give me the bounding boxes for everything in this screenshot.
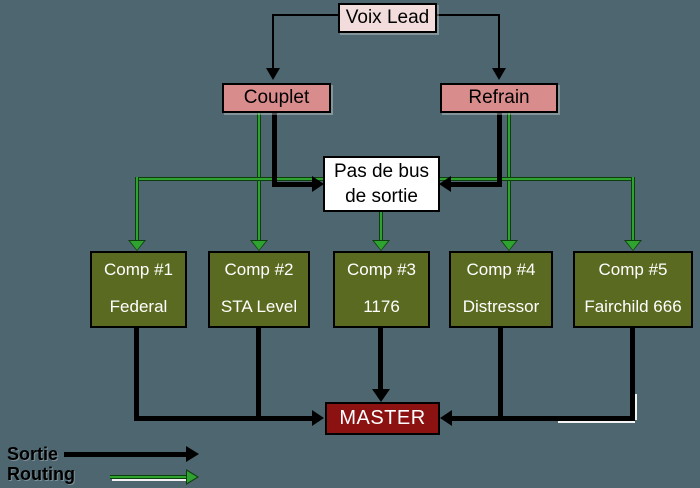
sortie-arrowhead-bus-right [439,176,451,192]
node-comp5: Comp #5 Fairchild 666 [573,251,693,328]
sortie-line-refrain-v [497,111,502,187]
routing-arrowhead-comp2-core [252,241,266,250]
node-voix-lead: Voix Lead [338,3,437,33]
routing-line-left-branch [135,177,323,181]
white-artifact-v [635,394,637,420]
comp1-title: Comp #1 [104,260,173,279]
node-comp1: Comp #1 Federal [90,251,187,328]
legend-routing-arrowhead-core [187,471,197,483]
comp1-name: Federal [109,297,168,316]
comp4-name: Distressor [462,297,540,316]
legend-sortie-label: Sortie [7,444,59,464]
node-comp2: Comp #2 STA Level [208,251,310,328]
white-artifact-h [558,421,635,423]
node-comp4: Comp #4 Distressor [449,251,553,328]
sortie-arrowhead-refrain [492,68,506,80]
node-refrain: Refrain [440,83,558,113]
comp3-title: Comp #3 [347,260,416,279]
sortie-line-voix-right-h [436,14,500,16]
com3-name: 1176 [363,297,400,316]
sortie-line-couplet-h [272,182,313,187]
sortie-line-couplet-v [272,111,277,187]
sortie-line-comp5-v [630,326,635,418]
node-couplet: Couplet [222,83,331,113]
node-comp3: Comp #3 1176 [333,251,430,328]
legend-routing-line [110,475,188,479]
voix-lead-label: Voix Lead [345,7,430,28]
sortie-line-comp2-v [256,326,261,418]
routing-line-to-comp5 [631,177,635,242]
sortie-line-voix-right-v [498,14,500,69]
sortie-arrowhead-master-right [440,410,452,426]
sortie-line-master-right-h [451,416,635,421]
sortie-line-master-left-h [134,416,313,421]
legend-routing-white-artifact [112,479,188,481]
comp5-title: Comp #5 [598,260,668,279]
sortie-line-voix-left-h [272,14,339,16]
comp2-title: Comp #2 [224,260,294,279]
bus-label-line2: de sortie [345,186,418,207]
comp4-title: Comp #4 [466,260,536,279]
sortie-arrowhead-bus-left [312,176,324,192]
routing-arrowhead-comp4-core [502,241,516,250]
bus-label-line1: Pas de bus [333,161,430,182]
master-label: MASTER [339,407,426,429]
routing-line-bus-to-comp3 [379,210,383,242]
sortie-arrowhead-master-left [312,410,324,426]
sortie-line-voix-left-v [272,14,274,69]
routing-arrowhead-comp1-core [130,241,144,250]
routing-line-couplet-to-comp2 [257,111,261,242]
node-bus-sortie: Pas de bus de sortie [323,156,440,212]
legend-sortie-line [64,452,186,457]
legend-sortie-arrowhead [186,446,199,462]
sortie-line-refrain-h [451,182,502,187]
comp2-name: STA Level [220,297,298,316]
sortie-arrowhead-master-top [372,389,390,402]
node-master: MASTER [325,402,440,435]
refrain-label: Refrain [468,87,530,108]
comp5-name: Fairchild 666 [584,297,682,316]
legend-routing-label: Routing [7,464,75,484]
routing-line-refrain-to-comp4 [507,111,511,242]
routing-arrowhead-comp5-core [626,241,640,250]
sortie-line-comp1-v [134,326,139,421]
routing-arrowhead-comp3-core [374,241,388,250]
sortie-line-comp4-v [498,326,503,418]
sortie-arrowhead-couplet [266,68,280,80]
routing-line-right-branch [440,177,635,181]
couplet-label: Couplet [243,87,310,108]
routing-line-to-comp1 [135,177,139,242]
sortie-line-comp3-v [378,326,383,390]
